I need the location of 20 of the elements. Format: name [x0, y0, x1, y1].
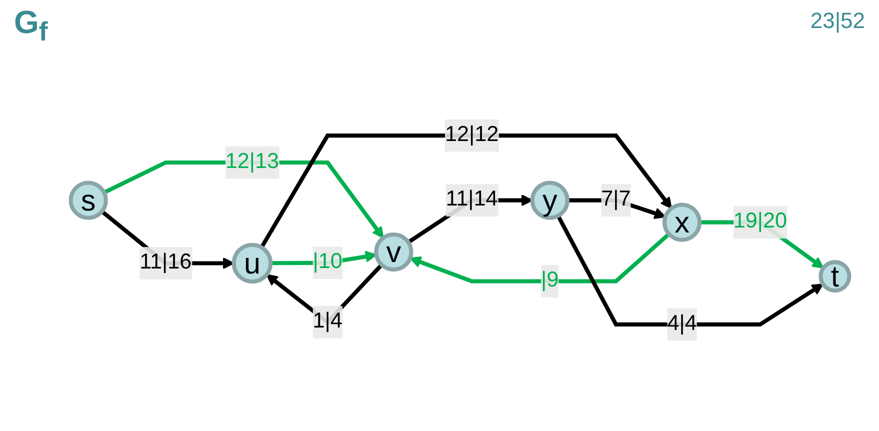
edge-label: 7|7	[601, 188, 631, 212]
edge-label: 4|4	[667, 312, 697, 336]
node-circle: s	[68, 180, 108, 220]
edge-label: |10	[312, 250, 342, 274]
cut-capacity-label: 23|52	[810, 8, 865, 34]
node-circle: y	[530, 180, 570, 220]
node-circle: t	[818, 260, 852, 293]
edge-label: 12|12	[444, 123, 499, 146]
arrow	[260, 134, 672, 248]
edge-label: 11|14	[446, 188, 498, 212]
edge-label: |9	[541, 269, 559, 292]
node-circle: x	[662, 202, 702, 242]
graph-title: G$_{f}$	[14, 4, 48, 48]
edge-label: 1|4	[312, 310, 342, 333]
node-circle: v	[374, 232, 414, 272]
arrow	[410, 232, 670, 284]
edge-label: 12|13	[225, 150, 280, 174]
edge-label: 19|20	[733, 210, 787, 234]
node-circle: u	[232, 242, 273, 284]
edge-label: 11|16	[140, 251, 192, 274]
